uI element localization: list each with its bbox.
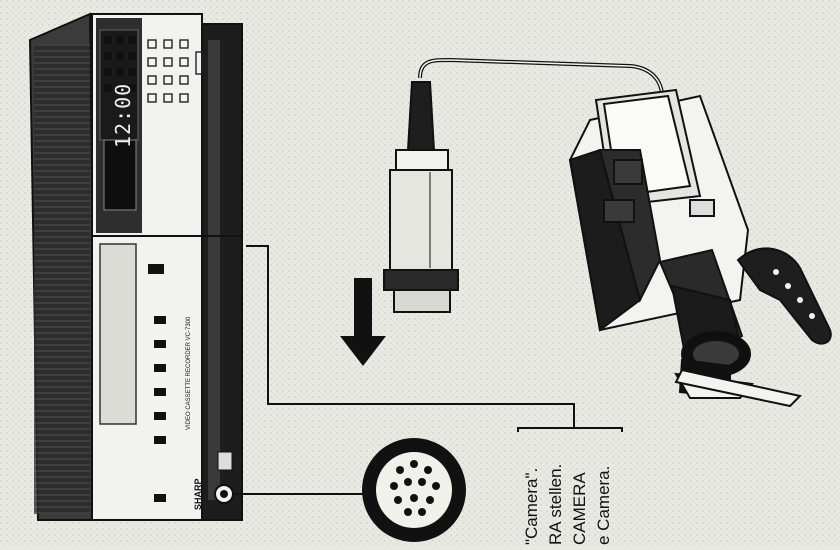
video-camera <box>568 88 832 408</box>
brand-logo-text: SHARP <box>193 478 203 510</box>
transport-buttons <box>148 264 166 502</box>
caption-line-2: RA stellen. <box>546 463 565 545</box>
cassette-slot <box>99 243 137 425</box>
caption-line-3: CAMERA <box>570 472 589 545</box>
vcr-unit <box>28 12 243 521</box>
channel-keys <box>147 39 203 103</box>
down-arrow-icon <box>340 278 386 366</box>
caption-line-1: "Camera". <box>522 467 541 545</box>
model-label: VIDEO CASSETTE RECORDER VC-7300 <box>186 316 192 430</box>
caption-bracket <box>517 427 623 432</box>
clock-readout: 12:00 <box>111 82 135 148</box>
round-connector-face <box>362 438 466 542</box>
caption-line-4: e Camera. <box>594 465 613 545</box>
camera-plug-connector <box>383 81 459 313</box>
timer-button-grid <box>104 36 136 92</box>
clock-display <box>103 139 137 211</box>
